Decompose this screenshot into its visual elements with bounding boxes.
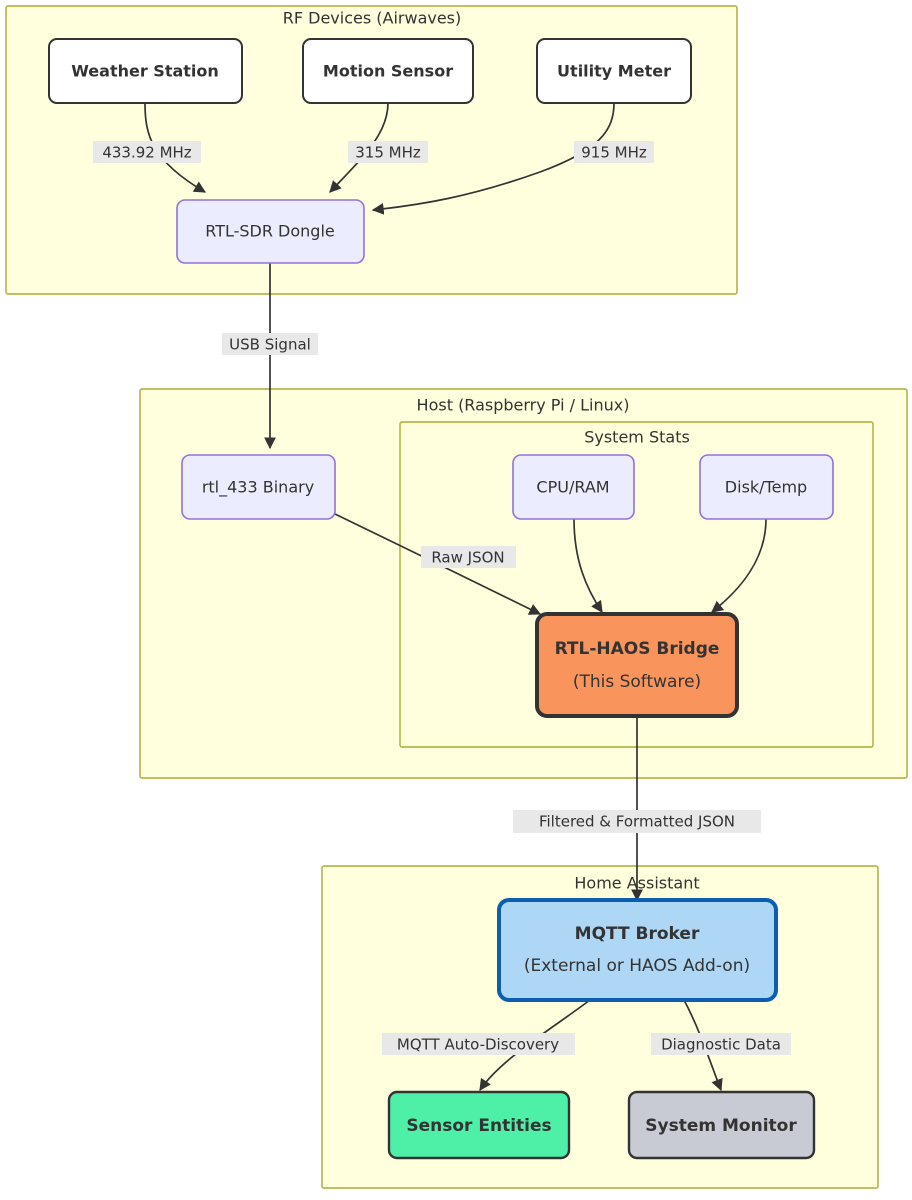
node-mqtt-broker-label: MQTT Broker — [575, 924, 700, 944]
edge-label-raw-json-bg — [421, 546, 516, 568]
edge-label-raw-json-text: Raw JSON — [431, 549, 504, 567]
node-motion-sensor[interactable]: Motion Sensor — [302, 38, 474, 104]
edge-label-915-bg — [574, 141, 654, 163]
edge-label-auto-discovery-text: MQTT Auto-Discovery — [397, 1036, 559, 1054]
cluster-host-label: Host (Raspberry Pi / Linux) — [417, 396, 630, 415]
node-system-monitor[interactable]: System Monitor — [627, 1090, 816, 1160]
node-utility-meter[interactable]: Utility Meter — [536, 38, 692, 104]
edge-label-315-bg — [348, 141, 428, 163]
edge-label-diagnostic-data-bg — [651, 1033, 791, 1055]
edge-disktemp-to-bridge — [711, 518, 767, 613]
cluster-system-stats-label: System Stats — [584, 428, 690, 447]
edge-label-diagnostic-data: Diagnostic Data — [651, 1033, 791, 1055]
edge-label-filtered-json-text: Filtered & Formatted JSON — [539, 813, 735, 831]
node-disk-temp[interactable]: Disk/Temp — [699, 454, 834, 520]
node-cpu-ram-box[interactable] — [512, 454, 635, 520]
edge-label-usb-signal: USB Signal — [222, 333, 318, 355]
node-rtl-sdr-dongle-box[interactable] — [176, 199, 365, 264]
node-mqtt-broker-sublabel: (External or HAOS Add-on) — [524, 956, 750, 976]
cluster-rf-devices-label: RF Devices (Airwaves) — [283, 9, 462, 28]
node-weather-station-label: Weather Station — [71, 62, 219, 81]
edge-label-433-bg — [93, 141, 201, 163]
node-motion-sensor-label: Motion Sensor — [323, 62, 453, 81]
node-disk-temp-label: Disk/Temp — [725, 478, 807, 497]
edge-label-915: 915 MHz — [574, 141, 654, 163]
edge-utility-to-dongle — [371, 102, 615, 215]
node-system-monitor-box[interactable] — [627, 1090, 816, 1160]
node-cpu-ram-label: CPU/RAM — [536, 478, 609, 497]
node-rtl-sdr-dongle-label: RTL-SDR Dongle — [205, 222, 335, 241]
node-rtl-haos-bridge[interactable]: RTL-HAOS Bridge (This Software) — [535, 612, 739, 718]
node-utility-meter-label: Utility Meter — [557, 62, 671, 81]
node-sensor-entities-label: Sensor Entities — [406, 1116, 551, 1136]
node-weather-station-box[interactable] — [48, 38, 243, 104]
node-rtl433-binary-box[interactable] — [181, 454, 336, 520]
node-mqtt-broker-box[interactable] — [497, 898, 778, 1002]
edge-label-usb-signal-text: USB Signal — [229, 336, 311, 354]
edge-label-315-text: 315 MHz — [355, 144, 421, 162]
edge-label-usb-signal-bg — [222, 333, 318, 355]
node-utility-meter-box[interactable] — [536, 38, 692, 104]
node-rtl433-binary[interactable]: rtl_433 Binary — [181, 454, 336, 520]
edge-label-diagnostic-data-text: Diagnostic Data — [661, 1036, 781, 1054]
node-cpu-ram[interactable]: CPU/RAM — [512, 454, 635, 520]
node-motion-sensor-box[interactable] — [302, 38, 474, 104]
edge-label-auto-discovery-bg — [382, 1033, 575, 1055]
node-rtl-haos-bridge-box[interactable] — [535, 612, 739, 718]
edge-label-raw-json: Raw JSON — [421, 546, 516, 568]
edge-label-915-text: 915 MHz — [581, 144, 647, 162]
node-sensor-entities[interactable]: Sensor Entities — [387, 1090, 571, 1160]
node-weather-station[interactable]: Weather Station — [48, 38, 243, 104]
node-rtl-haos-bridge-label: RTL-HAOS Bridge — [555, 639, 720, 659]
node-rtl-sdr-dongle[interactable]: RTL-SDR Dongle — [176, 199, 365, 264]
edge-label-315: 315 MHz — [348, 141, 428, 163]
edge-label-433-text: 433.92 MHz — [102, 144, 191, 162]
node-system-monitor-label: System Monitor — [645, 1116, 797, 1136]
node-disk-temp-box[interactable] — [699, 454, 834, 520]
edge-label-433: 433.92 MHz — [93, 141, 201, 163]
edge-label-auto-discovery: MQTT Auto-Discovery — [382, 1033, 575, 1055]
node-sensor-entities-box[interactable] — [387, 1090, 571, 1160]
node-mqtt-broker[interactable]: MQTT Broker (External or HAOS Add-on) — [497, 898, 778, 1002]
edge-label-filtered-json: Filtered & Formatted JSON — [513, 810, 761, 833]
node-rtl-haos-bridge-sublabel: (This Software) — [573, 672, 701, 692]
node-rtl433-binary-label: rtl_433 Binary — [202, 478, 314, 498]
edge-label-filtered-json-bg — [513, 810, 761, 833]
edge-cpuram-to-bridge — [573, 518, 603, 613]
